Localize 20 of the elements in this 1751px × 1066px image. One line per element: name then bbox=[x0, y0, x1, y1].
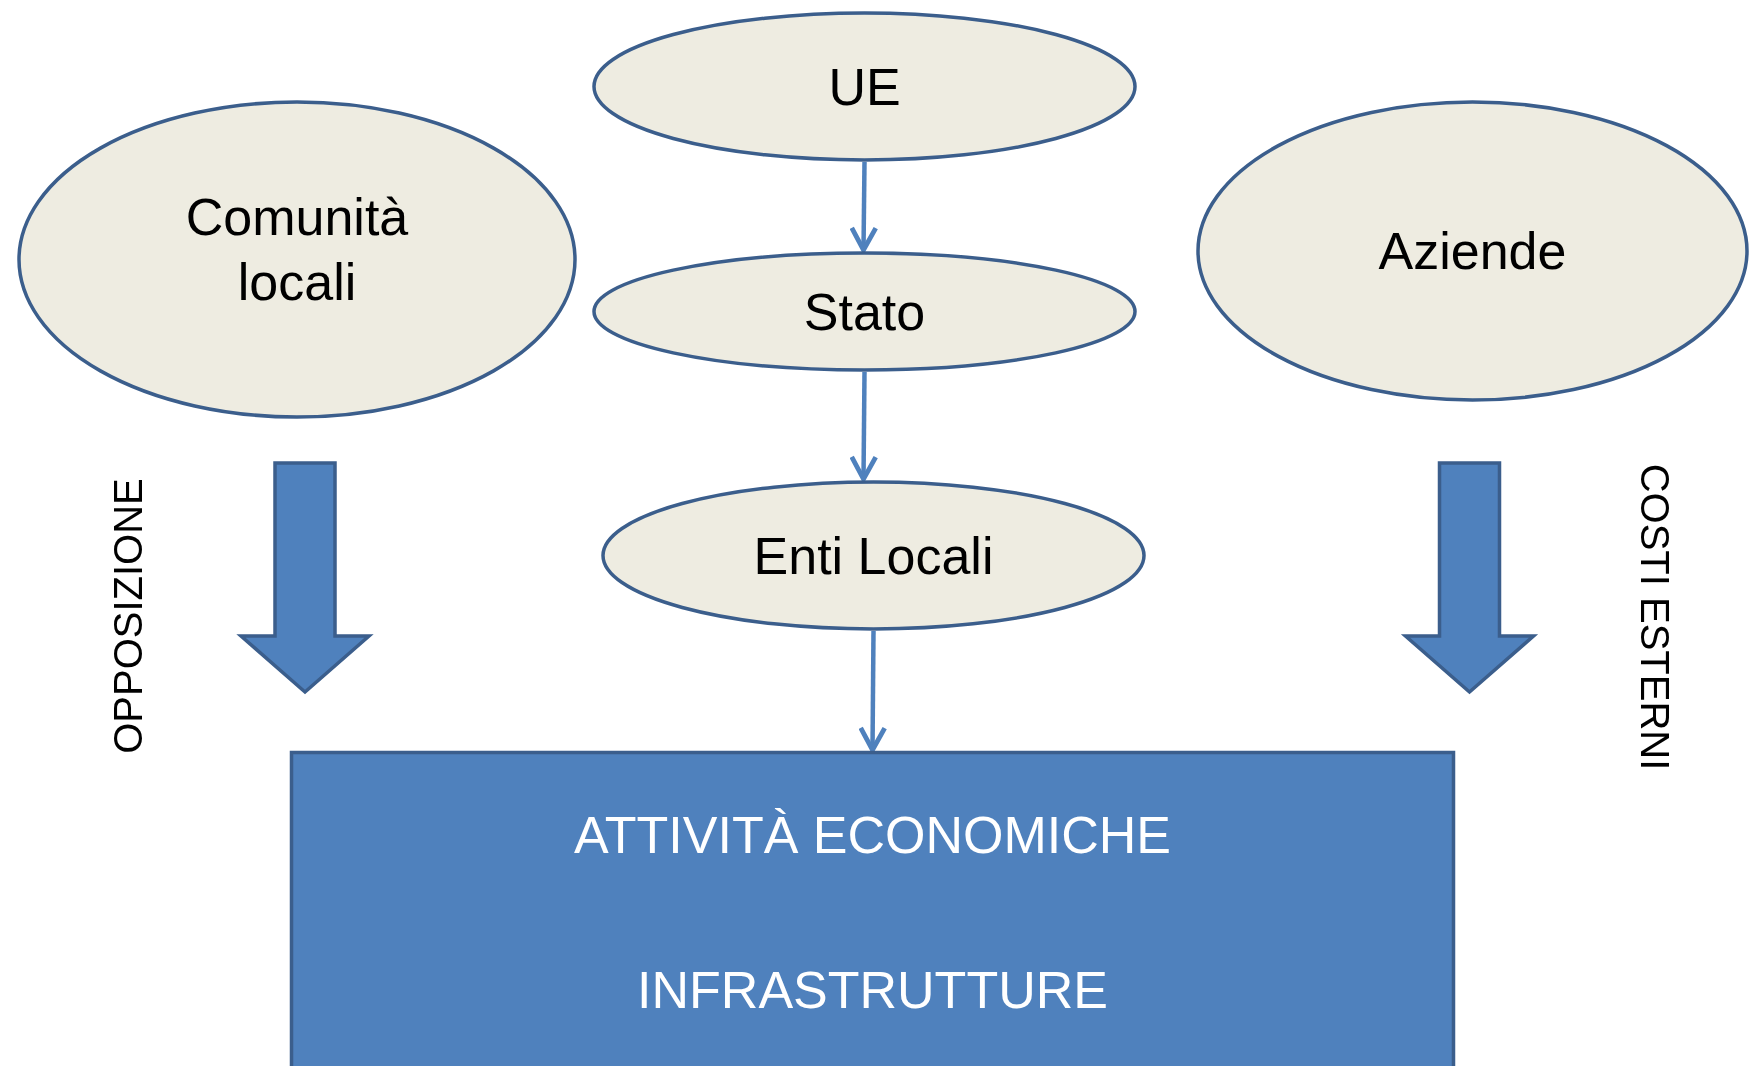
edge-label: COSTI ESTERNI bbox=[1631, 463, 1676, 771]
edge-label: OPPOSIZIONE bbox=[105, 478, 151, 754]
arrow bbox=[849, 371, 879, 482]
ellipse-node bbox=[1196, 100, 1749, 402]
node-label: Aziende bbox=[1378, 220, 1567, 282]
node-label: Enti Locali bbox=[753, 525, 994, 586]
block-arrow bbox=[1400, 461, 1539, 695]
node-label: Stato bbox=[803, 281, 926, 342]
node-label: UE bbox=[828, 56, 901, 117]
ellipse-node bbox=[592, 251, 1137, 372]
block-arrow bbox=[236, 461, 374, 695]
process-box bbox=[290, 751, 1455, 1066]
ellipse-node bbox=[592, 11, 1137, 162]
box-text: INFRASTRUTTURE bbox=[637, 959, 1108, 1021]
ellipse-node bbox=[601, 480, 1146, 631]
node-label: Comunità locali bbox=[184, 186, 410, 313]
arrow bbox=[849, 161, 879, 253]
arrow bbox=[858, 631, 888, 753]
box-text: ATTIVITÀ ECONOMICHE bbox=[573, 804, 1172, 866]
ellipse-node bbox=[17, 100, 577, 419]
